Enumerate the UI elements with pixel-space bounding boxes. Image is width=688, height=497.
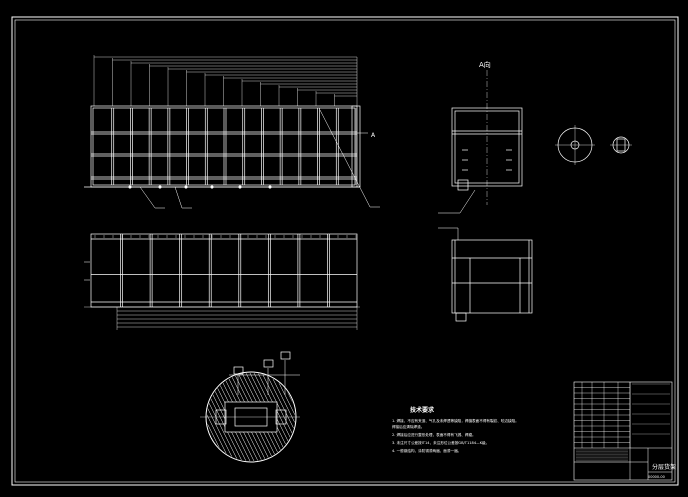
hatch-line	[339, 367, 389, 467]
side-view-a	[438, 70, 523, 214]
anchor-point	[238, 185, 242, 189]
detail-hole	[570, 140, 580, 150]
plan-outline	[90, 233, 358, 308]
hatch-line	[303, 367, 353, 467]
section-detail-circle	[151, 351, 397, 467]
leader-line	[174, 186, 183, 209]
leader-line	[459, 189, 476, 214]
hatch-line	[347, 367, 397, 467]
hatch-line	[307, 367, 357, 467]
leader-line	[139, 186, 156, 209]
hatch-line	[315, 367, 365, 467]
side-view-lower	[438, 227, 533, 322]
view-a-label: A	[371, 132, 376, 139]
anchor-point	[184, 185, 188, 189]
hatch-line	[343, 367, 393, 467]
title-block-drawing-no: 00000-00	[648, 475, 665, 479]
hatch-line	[294, 373, 295, 461]
anchor-point	[158, 185, 162, 189]
hatch-line	[151, 367, 201, 467]
tech-req-line: 1. 焊接，不应有夹渣、气孔及未焊透等缺陷，焊缝表面不得有裂纹、咬边缺陷。	[392, 418, 519, 423]
section-view-label: A向	[479, 60, 491, 69]
tech-req-line: 2. 焊接后应进行整形处理，表面不得有飞溅、焊瘤。	[392, 432, 476, 437]
title-block-title: 分层货架	[652, 463, 676, 471]
end-plate	[351, 105, 361, 188]
tech-req-title: 技术要求	[410, 406, 435, 414]
hatch-line	[270, 373, 295, 461]
title-block: 分层货架 00000-00	[573, 381, 676, 481]
hatch-line	[299, 367, 349, 467]
tech-req-line: 焊接后应清除焊渣。	[392, 424, 424, 429]
side2-foot	[455, 312, 467, 322]
anchor-point	[268, 185, 272, 189]
detail-circles	[555, 125, 632, 165]
hatch-line	[155, 367, 205, 467]
balloon	[280, 351, 291, 360]
anchor-point	[128, 185, 132, 189]
tech-req-line: 4. 一般钢结构，涂防锈漆两遍，面漆一遍。	[392, 448, 461, 453]
hatch-line	[335, 367, 385, 467]
hatch-line	[331, 367, 381, 467]
front-view-shelf	[84, 55, 380, 209]
side2-outline	[451, 239, 533, 314]
leader-line	[319, 109, 371, 208]
plan-view-shelf	[84, 233, 360, 330]
hatch-line	[323, 367, 373, 467]
hatch-line	[311, 367, 361, 467]
tech-req-line: 3. 未注尺寸公差按IT14，未注形位公差按GB/T1184—K级。	[392, 440, 489, 445]
technical-requirements: 技术要求 1. 焊接，不应有夹渣、气孔及未焊透等缺陷，焊缝表面不得有裂纹、咬边缺…	[392, 406, 519, 453]
hatch-line	[327, 367, 377, 467]
anchor-point	[210, 185, 214, 189]
sheet-outer-border	[11, 16, 679, 486]
side-foot	[457, 179, 469, 191]
hatch-line	[319, 367, 369, 467]
sheet-inner-border	[14, 19, 676, 483]
balloon	[263, 359, 274, 368]
balloon	[233, 366, 244, 375]
